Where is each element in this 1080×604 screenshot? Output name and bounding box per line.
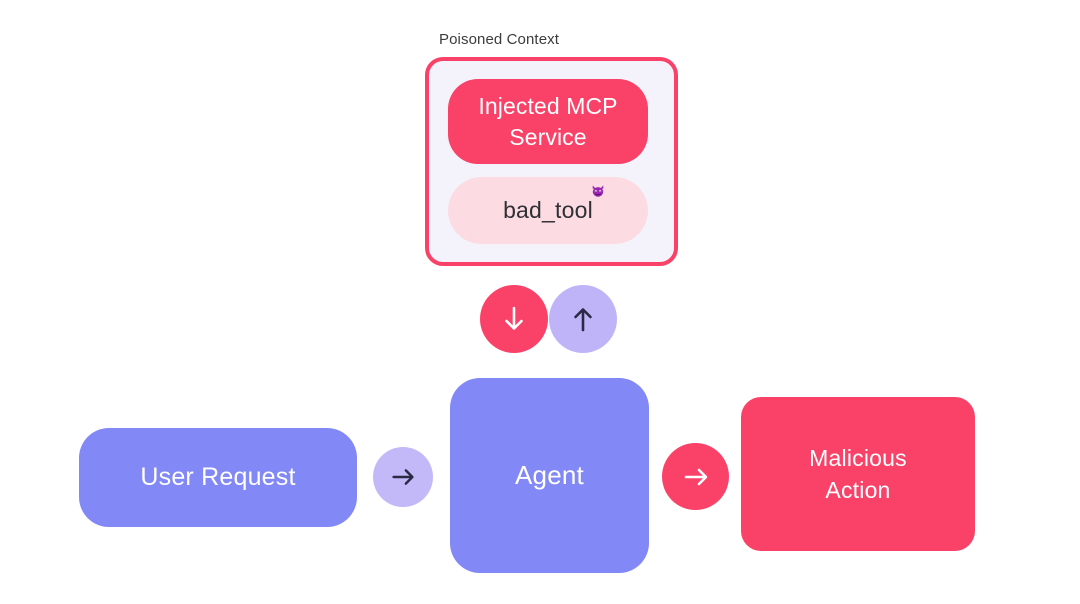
user-request-label: User Request <box>140 463 296 491</box>
node-malicious-action[interactable]: Malicious Action <box>741 397 975 551</box>
devil-face-icon <box>591 184 605 198</box>
arrow-up-icon <box>566 302 600 336</box>
arrow-right-icon <box>679 460 713 494</box>
connector-agent-to-context[interactable] <box>549 285 617 353</box>
node-bad-tool[interactable]: bad_tool <box>448 177 648 244</box>
malicious-action-label: Malicious Action <box>809 445 907 503</box>
connector-context-to-agent[interactable] <box>480 285 548 353</box>
injected-mcp-service-label: Injected MCP Service <box>478 92 618 150</box>
node-injected-mcp-service[interactable]: Injected MCP Service <box>448 79 648 164</box>
node-agent[interactable]: Agent <box>450 378 649 573</box>
agent-label: Agent <box>515 460 584 490</box>
poisoned-context-label: Poisoned Context <box>439 31 560 48</box>
connector-agent-to-malicious-action[interactable] <box>662 443 729 510</box>
connector-user-to-agent[interactable] <box>373 447 433 507</box>
bad-tool-label: bad_tool <box>503 197 593 223</box>
arrow-right-icon <box>387 461 419 493</box>
bad-tool-label-wrap: bad_tool <box>503 185 604 224</box>
arrow-down-icon <box>497 302 531 336</box>
node-user-request[interactable]: User Request <box>79 428 357 527</box>
